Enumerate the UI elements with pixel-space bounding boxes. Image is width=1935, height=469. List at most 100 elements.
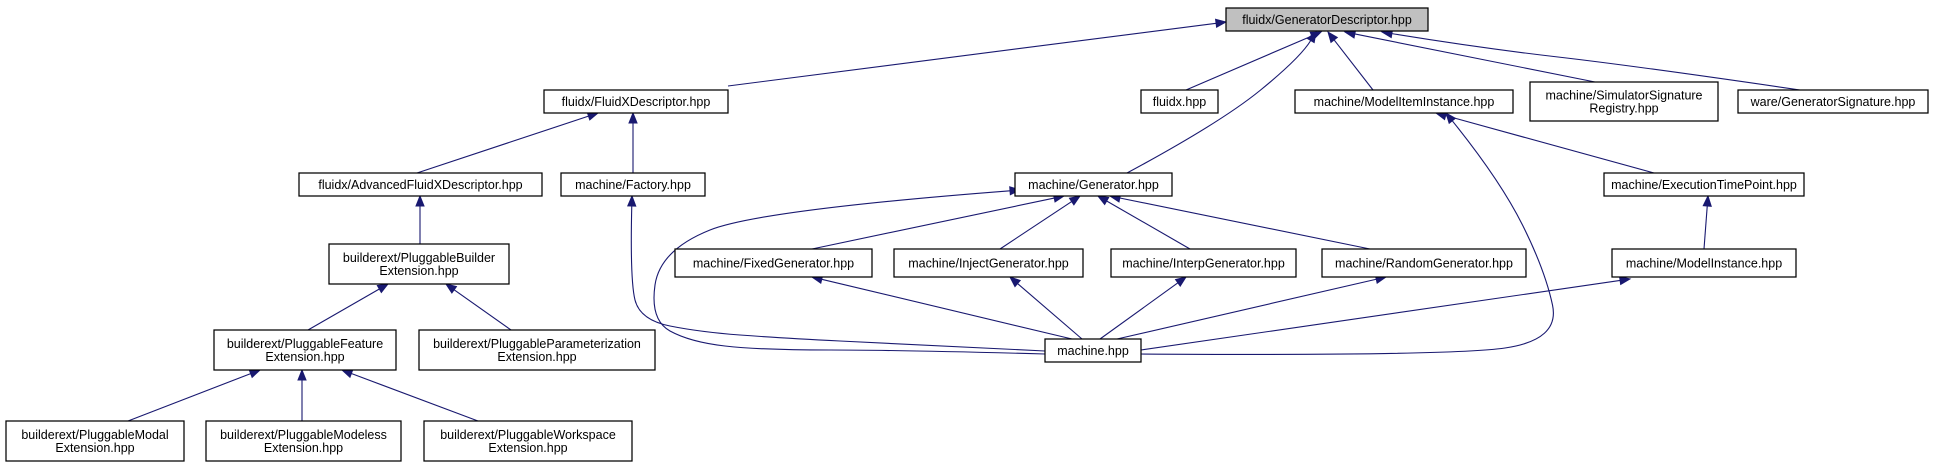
nodes-layer: fluidx/GeneratorDescriptor.hpp fluidx/Flu… [5,7,1929,462]
edge-line [821,278,1073,340]
edge-line [1140,120,1554,355]
edge-line [1116,278,1377,340]
node-box[interactable] [1140,89,1219,114]
node-pworkspace[interactable]: builderext/PluggableWorkspaceExtension.h… [423,420,633,462]
arrowhead-icon [1096,195,1110,206]
arrowhead-icon [248,369,262,379]
node-box[interactable] [560,172,706,197]
node-box[interactable] [1611,248,1797,278]
edge-line [307,288,380,331]
edge-line [811,197,1055,250]
node-box[interactable] [328,243,510,285]
arrowhead-icon [415,194,425,207]
node-label: Extension.hpp [497,350,576,364]
arrowhead-icon [1445,111,1457,125]
node-box[interactable] [423,420,633,462]
edge-pmodeless-to-pfeature [297,368,307,421]
node-box[interactable] [674,248,873,278]
node-box[interactable] [1321,248,1527,278]
node-label: machine/InterpGenerator.hpp [1122,257,1285,271]
edge-machine-to-interpgen [1099,276,1188,340]
edge-line [1126,40,1312,174]
edge-line [999,201,1072,250]
edge-machine-to-fixedgen [810,274,1073,340]
arrowhead-icon [628,111,638,124]
node-box[interactable] [1225,7,1429,32]
node-label: Registry.hpp [1589,102,1658,116]
node-fluidx[interactable]: fluidx.hpp [1140,89,1219,114]
edge-mitem-to-gendesc [1327,30,1374,91]
node-gendesc[interactable]: fluidx/GeneratorDescriptor.hpp [1225,7,1429,32]
node-machine[interactable]: machine.hpp [1044,338,1142,363]
edge-line [453,289,512,331]
node-box[interactable] [213,329,397,371]
node-mitem[interactable]: machine/ModelItemInstance.hpp [1294,89,1514,114]
arrowhead-icon [1174,276,1188,287]
edge-line [1333,39,1374,91]
edge-line [1106,200,1191,250]
edge-machine-to-injectgen [1008,276,1083,340]
node-label: builderext/PluggableModal [21,428,168,442]
edge-minst-to-exectp [1702,194,1712,250]
edge-line [1703,205,1708,250]
node-randomgen[interactable]: machine/RandomGenerator.hpp [1321,248,1527,278]
node-box[interactable] [205,420,402,462]
edge-line [1099,282,1179,340]
node-interpgen[interactable]: machine/InterpGenerator.hpp [1110,248,1297,278]
node-box[interactable] [418,329,656,371]
node-factory[interactable]: machine/Factory.hpp [560,172,706,197]
node-box[interactable] [1603,172,1805,197]
node-label: builderext/PluggableModeless [220,428,387,442]
node-box[interactable] [1044,338,1142,363]
edge-line [351,372,479,422]
node-label: fluidx.hpp [1153,95,1207,109]
arrowhead-icon [627,194,637,207]
arrowhead-icon [297,368,307,381]
node-label: fluidx/FluidXDescriptor.hpp [562,95,711,109]
node-label: machine/InjectGenerator.hpp [908,257,1069,271]
node-label: Extension.hpp [55,441,134,455]
edge-line [1391,33,1801,91]
edge-pmodal-to-pfeature [127,369,262,422]
node-generator[interactable]: machine/Generator.hpp [1014,172,1173,197]
edge-machine-to-minst [1140,275,1632,351]
node-fixedgen[interactable]: machine/FixedGenerator.hpp [674,248,873,278]
node-minst[interactable]: machine/ModelInstance.hpp [1611,248,1797,278]
node-gensig[interactable]: ware/GeneratorSignature.hpp [1737,89,1929,114]
edge-fxdesc-to-gendesc [727,18,1228,87]
edge-line [127,373,251,422]
node-pmodeless[interactable]: builderext/PluggableModelessExtension.hp… [205,420,402,462]
node-box[interactable] [543,89,729,114]
node-box[interactable] [1014,172,1173,197]
node-box[interactable] [1737,89,1929,114]
edge-line [727,22,1217,87]
node-exectp[interactable]: machine/ExecutionTimePoint.hpp [1603,172,1805,197]
node-box[interactable] [1110,248,1297,278]
node-box[interactable] [893,248,1084,278]
node-injectgen[interactable]: machine/InjectGenerator.hpp [893,248,1084,278]
node-label: Extension.hpp [379,264,458,278]
node-box[interactable] [5,420,185,462]
edge-line [1185,35,1313,91]
node-box[interactable] [298,172,543,197]
edge-fluidx-to-gendesc [1185,31,1323,91]
node-box[interactable] [1294,89,1514,114]
node-pparam[interactable]: builderext/PluggableParameterizationExte… [418,329,656,371]
node-label: fluidx/AdvancedFluidXDescriptor.hpp [318,178,522,192]
edge-pfeature-to-pbuilder [307,283,390,331]
node-label: Extension.hpp [488,441,567,455]
node-label: machine.hpp [1057,344,1129,358]
arrowhead-icon [1306,30,1317,44]
edge-line [1119,197,1371,250]
edge-generator-to-gendesc [1126,30,1317,174]
edge-line [1140,279,1621,351]
node-box[interactable] [1529,81,1719,122]
edge-line [416,115,589,174]
node-advfx[interactable]: fluidx/AdvancedFluidXDescriptor.hpp [298,172,543,197]
edge-machine-to-mitem [1140,111,1554,355]
node-fxdesc[interactable]: fluidx/FluidXDescriptor.hpp [543,89,729,114]
